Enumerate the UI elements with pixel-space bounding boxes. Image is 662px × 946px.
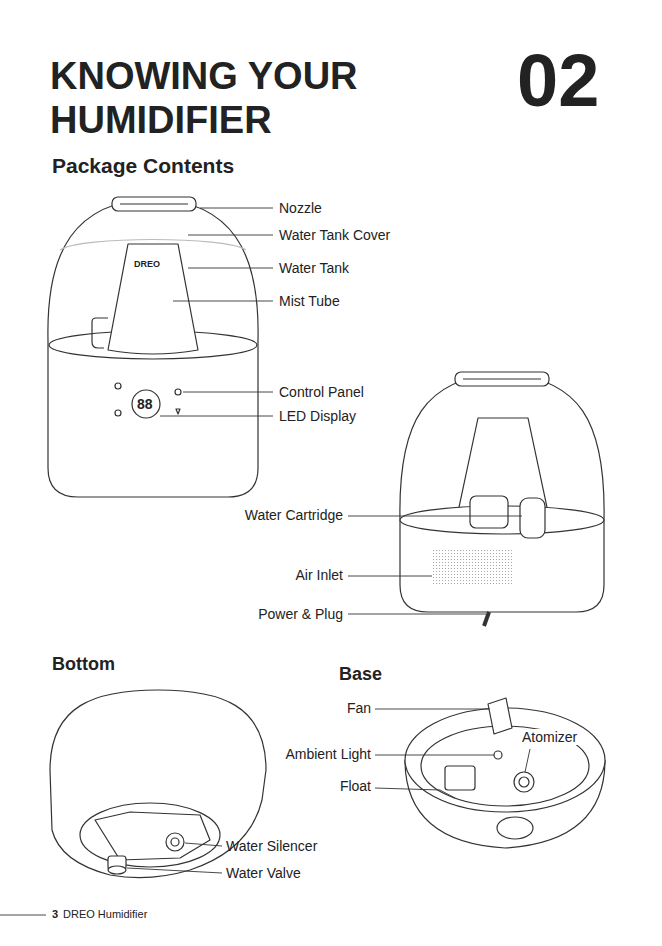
section-heading: Bottom [52, 654, 115, 675]
part-label: Power & Plug [258, 606, 343, 622]
leader-lines-part [160, 416, 273, 417]
leader-lines-part [0, 915, 46, 916]
part-label: Water Tank Cover [279, 227, 390, 243]
part-label: Water Tank [279, 260, 349, 276]
section-number: 02 [517, 44, 599, 118]
leader-lines-part [348, 576, 432, 577]
leader-lines-part [375, 788, 455, 798]
leader-lines-part [183, 392, 273, 393]
leader-lines-part [188, 268, 273, 269]
leader-lines [0, 208, 530, 915]
leader-lines-part [200, 208, 273, 209]
leader-lines-part [525, 749, 530, 772]
bottom-view-part [80, 803, 220, 867]
part-label: Fan [347, 700, 371, 716]
front-humidifier-part [112, 197, 196, 211]
part-label: Ambient Light [285, 746, 371, 762]
back-humidifier-part [455, 372, 549, 386]
leader-lines-part [375, 755, 494, 756]
part-label: Water Valve [226, 865, 301, 881]
footer-text: DREO Humidifier [63, 908, 147, 921]
section-heading: Package Contents [52, 154, 234, 178]
bottom-view-part [171, 838, 179, 846]
bottom-view-part [95, 812, 210, 860]
back-humidifier [400, 372, 604, 626]
leader-lines-part [348, 614, 486, 615]
brand-logo: DREO [134, 259, 160, 269]
bottom-view-part [166, 833, 184, 851]
part-label: Water Cartridge [245, 507, 343, 523]
back-humidifier-part [463, 378, 541, 379]
part-label: Nozzle [279, 200, 322, 216]
base-view-part [494, 751, 502, 759]
page-number: 3 [52, 908, 58, 921]
section-heading: Base [339, 664, 382, 685]
part-label: Control Panel [279, 384, 364, 400]
leader-lines-part [127, 868, 222, 873]
base-view-part [488, 698, 512, 734]
front-humidifier-part [48, 198, 258, 497]
leader-lines-part [348, 516, 522, 517]
base-view-part [514, 772, 534, 792]
front-humidifier [48, 197, 258, 497]
part-label: Mist Tube [279, 293, 340, 309]
bottom-view-part [108, 866, 126, 874]
page-title: KNOWING YOUR HUMIDIFIER [50, 54, 410, 142]
front-humidifier-part [115, 383, 121, 389]
front-humidifier-part [115, 410, 121, 416]
front-humidifier-part [108, 244, 198, 354]
part-label: LED Display [279, 408, 356, 424]
base-view-part [519, 777, 529, 787]
front-humidifier-part [176, 409, 180, 414]
back-humidifier-part [520, 498, 545, 538]
leader-lines-part [185, 843, 222, 846]
front-humidifier-part [175, 389, 181, 395]
display-digits: 88 [137, 396, 153, 412]
front-humidifier-part [120, 203, 188, 204]
part-label: Float [340, 778, 371, 794]
part-label: Air Inlet [296, 567, 343, 583]
front-humidifier-part [132, 390, 160, 418]
part-label: Atomizer [520, 729, 579, 745]
part-label: Water Silencer [226, 838, 317, 854]
front-humidifier-part [92, 318, 108, 348]
leader-lines-part [173, 301, 273, 302]
base-view-part [497, 817, 533, 839]
base-view-part [421, 726, 589, 806]
leader-lines-part [375, 709, 490, 710]
back-humidifier-part [470, 496, 508, 528]
leader-lines-part [188, 235, 273, 236]
base-view-part [445, 766, 475, 790]
base-view [405, 698, 605, 848]
back-humidifier-part [432, 548, 512, 586]
